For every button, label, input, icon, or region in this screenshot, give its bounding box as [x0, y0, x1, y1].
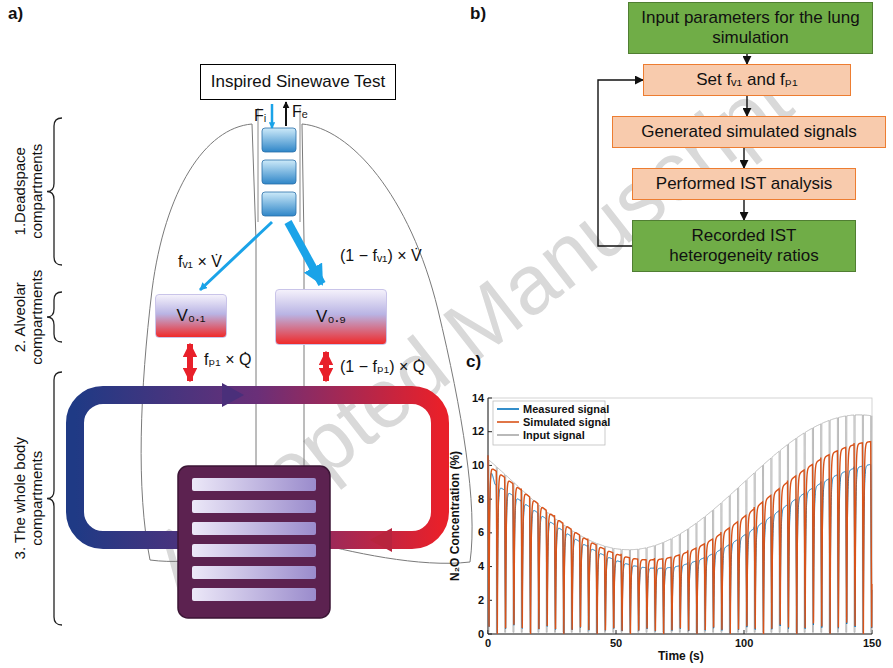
tick-label: 150 — [863, 637, 881, 650]
panel-label: b) — [470, 4, 486, 24]
trachea-wall — [258, 108, 300, 222]
inspired-flow-arrow — [271, 104, 274, 128]
compartment-label: 3. The whole body compartments — [11, 418, 46, 578]
node-text: Performed IST analysis — [656, 174, 832, 194]
legend-entry: Simulated signal — [523, 416, 610, 429]
node-text: Inspired Sinewave Test — [211, 72, 386, 92]
deadspace-compartment — [262, 192, 296, 216]
tick-label: 0 — [478, 628, 484, 641]
legend-sample — [497, 408, 519, 410]
flow-label: (1 − fᵥ₁) × V̇ — [340, 247, 422, 265]
flow-label: fᵥ₁ × V̇ — [178, 253, 222, 271]
node-text: Generated simulated signals — [641, 122, 856, 142]
axis-title: N₂O Concentration (%) — [449, 451, 463, 581]
bracket — [47, 292, 62, 342]
plot-area — [488, 398, 872, 634]
body-compartment — [192, 544, 316, 557]
node-text: V₀.₁ — [177, 306, 206, 326]
alveolar-compartment: V₀.₉ — [275, 289, 387, 345]
tick-mark — [488, 634, 492, 635]
compartment-label: 2. Alveolar compartments — [11, 267, 46, 367]
ventilation-arrow — [288, 222, 322, 284]
flow-label: fₚ₁ × Q̇ — [204, 351, 251, 369]
title-box: Inspired Sinewave Test — [200, 64, 396, 100]
flow-label: (1 − fₚ₁) × Q̇ — [340, 358, 425, 376]
tick-mark — [744, 630, 745, 634]
legend-sample — [497, 421, 519, 423]
compartment-label: 1.Deadspace compartments — [11, 130, 46, 252]
legend-entry: Input signal — [523, 429, 585, 442]
perfusion-arrow — [323, 352, 329, 381]
process-box: Performed IST analysis — [632, 168, 856, 200]
flow-arrow — [746, 54, 747, 64]
axis-title: Time (s) — [658, 650, 704, 664]
deadspace-compartment — [262, 128, 296, 152]
process-box: Generated simulated signals — [612, 116, 886, 148]
end-box: Recorded IST heterogeneity ratios — [632, 220, 856, 272]
node-text: Set fᵥ₁ and fₚ₁ — [696, 70, 798, 90]
tick-label: 100 — [735, 637, 753, 650]
flow-arrow — [743, 200, 744, 220]
body-compartment-block — [178, 466, 330, 618]
perfusion-arrow — [187, 344, 193, 381]
flow-arrowhead — [370, 528, 392, 552]
legend-entry: Measured signal — [523, 403, 609, 416]
deadspace-compartment — [262, 160, 296, 184]
signal-name: Fₑ — [292, 103, 308, 121]
tick-label: 50 — [610, 637, 622, 650]
tick-label: 2 — [478, 594, 484, 607]
signal-name: Fᵢ — [254, 107, 266, 125]
flow-arrow — [743, 148, 744, 168]
flow-arrow — [746, 96, 747, 116]
process-box: Set fᵥ₁ and fₚ₁ — [643, 64, 851, 96]
signal-trace — [488, 442, 872, 634]
body-compartment — [192, 500, 316, 513]
tick-label: 14 — [472, 392, 484, 405]
flow-arrowhead — [222, 383, 244, 407]
alveolar-compartment: V₀.₁ — [155, 294, 227, 338]
bracket — [47, 118, 62, 265]
expired-flow-arrow — [285, 102, 287, 126]
axis-line — [488, 398, 872, 634]
tick-label: 8 — [478, 493, 484, 506]
tick-mark — [488, 398, 492, 399]
panel-label: c) — [466, 352, 481, 372]
body-compartment — [192, 478, 316, 491]
panel-label: a) — [8, 4, 23, 24]
tick-label: 0 — [485, 637, 491, 650]
tick-label: 4 — [478, 560, 484, 573]
tick-label: 12 — [472, 425, 484, 438]
node-text: Recorded IST heterogeneity ratios — [641, 226, 847, 266]
start-box: Input parameters for the lung simulation — [628, 2, 873, 54]
tick-label: 10 — [472, 459, 484, 472]
tick-mark — [488, 431, 492, 432]
tick-mark — [616, 630, 617, 634]
body-compartment — [192, 588, 316, 601]
body-compartment — [192, 522, 316, 535]
node-text: Input parameters for the lung simulation — [637, 8, 864, 48]
body-compartment — [192, 566, 316, 579]
bracket — [47, 372, 62, 625]
legend-sample — [497, 434, 519, 436]
node-text: V₀.₉ — [316, 307, 346, 327]
tick-label: 6 — [478, 526, 484, 539]
